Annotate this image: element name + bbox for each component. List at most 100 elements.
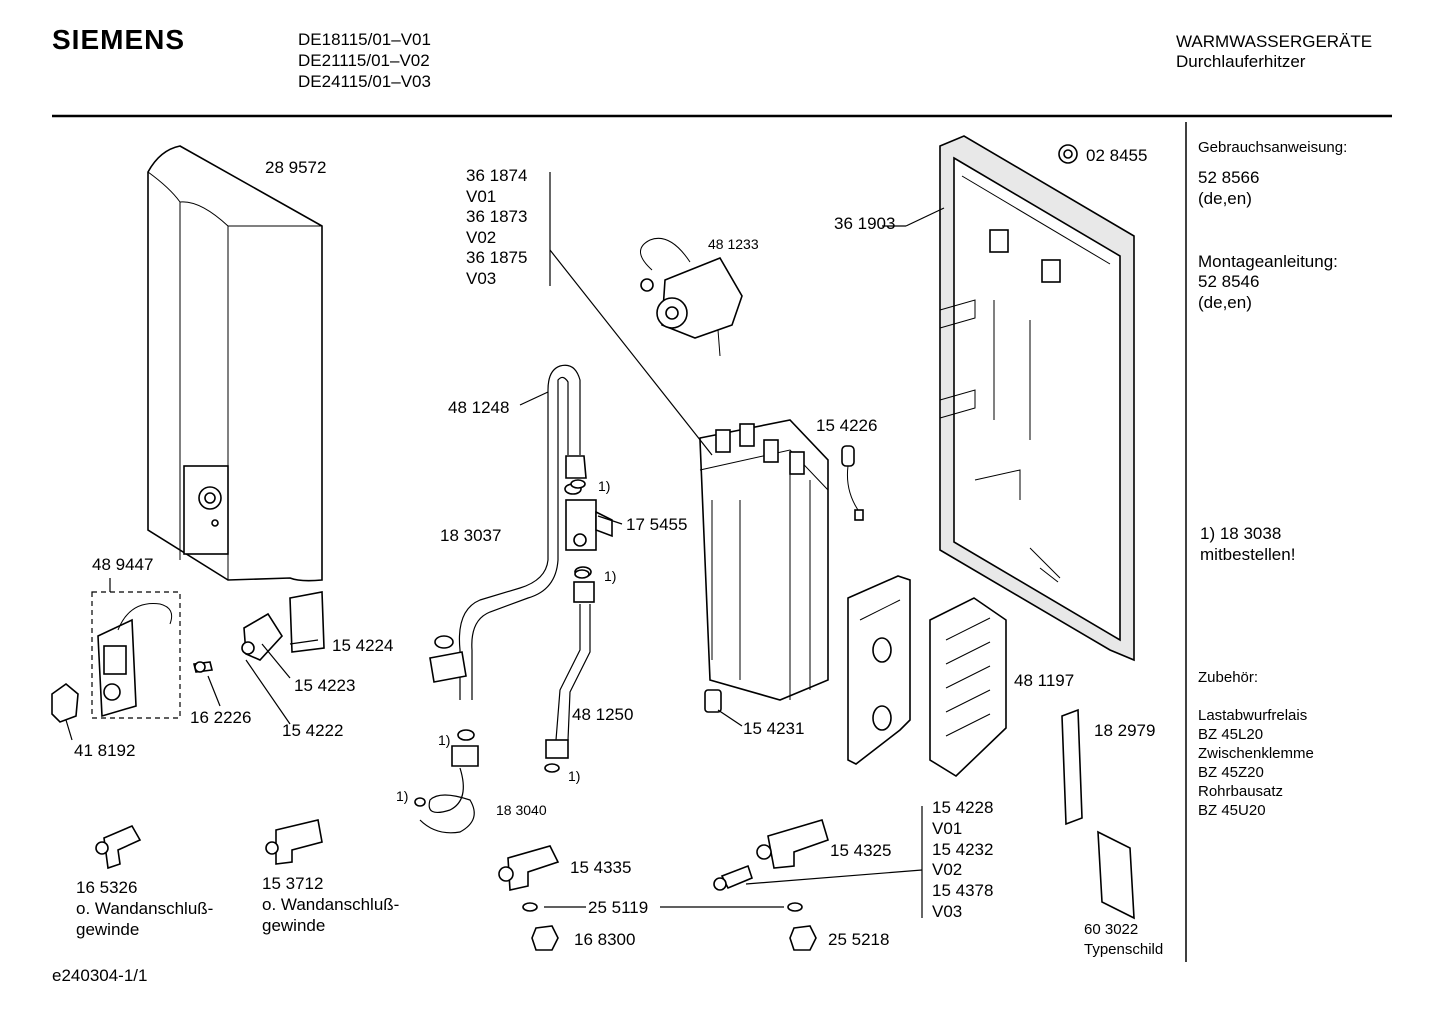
part-label: 15 4228 [932,798,994,817]
heater-cover-drawing [147,145,323,582]
subcategory-title: Durchlauferhitzer [1176,52,1306,71]
part-label: 48 1248 [448,398,510,417]
capacitor-drawing [289,591,325,653]
part-label: 25 5119 [588,898,649,917]
footnote-line2: mitbestellen! [1200,545,1296,564]
footnote-marker: 1) [568,768,581,784]
part-label: 16 2226 [190,708,252,727]
footnote-marker: 1) [438,732,451,748]
spindle-head [194,661,206,673]
part-label: 48 1197 [1014,671,1075,690]
grommet-hole [1063,149,1073,159]
part-label: 36 1875 [466,248,528,267]
part-label: 15 4232 [932,840,994,859]
bent-pipe-drawing [414,729,479,834]
part-note: Typenschild [1084,941,1164,958]
install-label: Montageanleitung: [1198,252,1338,271]
inlet-pipe-drawing [429,364,587,700]
footnote-marker: 1) [604,568,617,584]
accessory-item: Rohrbausatz [1198,783,1284,800]
accessory-item: BZ 45U20 [1198,802,1266,819]
part-label: 15 4224 [332,636,394,655]
angle-valve-b-drawing [756,819,829,869]
terminal-block-drawing [929,597,1007,778]
install-language: (de,en) [1198,293,1252,312]
part-label: 17 5455 [626,515,688,534]
footnote-marker: 1) [396,788,409,804]
model-v02: DE21115/01–V02 [298,51,430,70]
nut-a-drawing [531,925,559,951]
part-label: 16 8300 [574,930,636,949]
rating-plate-drawing [1097,830,1135,920]
angle-valve-drawing [498,845,560,891]
knob-drawing [51,682,79,723]
part-label: 02 8455 [1086,146,1148,165]
manual-number: 52 8566 [1198,168,1260,187]
part-label: 25 5218 [828,930,890,949]
control-module-drawing [91,591,181,719]
category-title: WARMWASSERGERÄTE [1176,32,1373,51]
part-label: 18 3040 [496,802,547,818]
spacer-drawing [704,689,722,713]
mounting-bracket-drawing [847,575,911,765]
install-number: 52 8546 [1198,272,1260,291]
washer-b-drawing [787,902,803,912]
footnote-marker: 1) [598,478,611,494]
variant-label: V01 [932,819,963,838]
heating-element-block-drawing [699,419,829,701]
variant-label: V02 [466,228,497,247]
wall-fitting-a-drawing [95,824,142,870]
part-label: 48 1233 [708,236,759,252]
back-wall-plate-drawing [939,135,1135,662]
model-v01: DE18115/01–V01 [298,30,431,49]
part-label: 15 4378 [932,881,994,900]
variant-label: V03 [932,902,963,921]
flow-switch-drawing [564,483,613,551]
part-label: 15 4226 [816,416,878,435]
thermal-cutout-drawing [640,237,743,357]
part-label: 18 3037 [440,526,502,545]
oring-2 [574,569,590,579]
drawing-id: e240304-1/1 [52,966,148,985]
part-label: 16 5326 [76,878,138,897]
accessories-label: Zubehör: [1198,669,1259,686]
part-label: 15 3712 [262,874,324,893]
variant-label: V02 [932,860,963,879]
model-v03: DE24115/01–V03 [298,72,431,91]
sensor-drawing [841,445,864,521]
variant-label: V03 [466,269,497,288]
accessory-item: Lastabwurfrelais [1198,707,1308,724]
brand-logo: SIEMENS [52,24,186,55]
variant-label: V01 [466,187,497,206]
accessory-item: BZ 45L20 [1198,726,1264,743]
nut-b-drawing [789,925,817,951]
part-label: 28 9572 [265,158,327,177]
leader-lines [65,172,945,918]
part-note: gewinde [76,920,140,939]
part-label: 41 8192 [74,741,136,760]
part-label: 48 1250 [572,705,634,724]
part-label: 18 2979 [1094,721,1156,740]
washer-a-drawing [522,902,538,912]
part-label: 36 1874 [466,166,528,185]
footnote-line1: 1) 18 3038 [1200,524,1282,543]
outlet-pipe-drawing [544,566,595,773]
part-note: o. Wandanschluß- [262,895,400,914]
part-label: 15 4223 [294,676,356,695]
part-note: gewinde [262,916,326,935]
part-label: 36 1873 [466,207,528,226]
potentiometer-drawing [241,612,284,661]
part-label: 15 4231 [743,719,805,738]
part-label: 60 3022 [1084,921,1139,938]
valve-stem-drawing [713,864,753,891]
manual-label: Gebrauchsanweisung: [1198,139,1348,156]
part-label: 36 1903 [834,214,896,233]
manual-language: (de,en) [1198,189,1252,208]
part-label: 15 4335 [570,858,632,877]
part-label: 48 9447 [92,555,154,574]
part-note: o. Wandanschluß- [76,899,214,918]
part-label: 15 4325 [830,841,892,860]
oring-1 [570,479,586,489]
part-label: 15 4222 [282,721,344,740]
